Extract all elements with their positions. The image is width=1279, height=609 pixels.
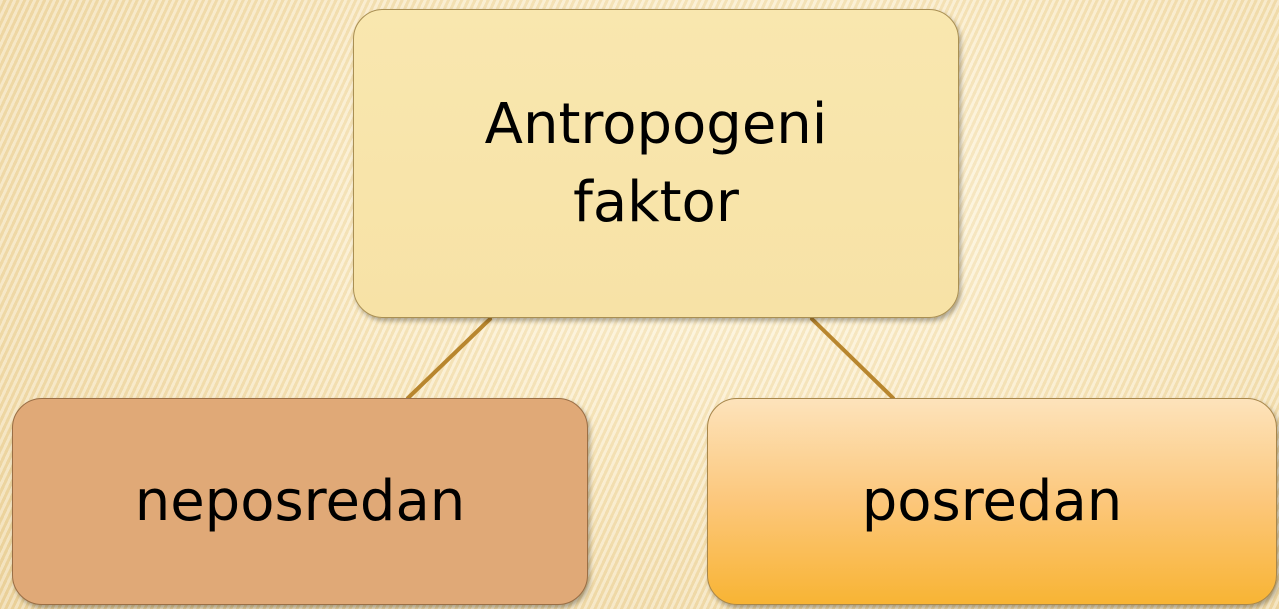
child-node-posredan: posredan [707,398,1277,605]
connector-root-to-neposredan [406,317,492,400]
child-node-neposredan: neposredan [12,398,588,605]
root-node: Antropogeni faktor [353,9,959,318]
root-node-label: Antropogeni faktor [484,91,828,235]
child-node-label: neposredan [134,468,466,534]
child-node-label: posredan [861,468,1123,534]
connector-root-to-posredan [810,317,895,400]
